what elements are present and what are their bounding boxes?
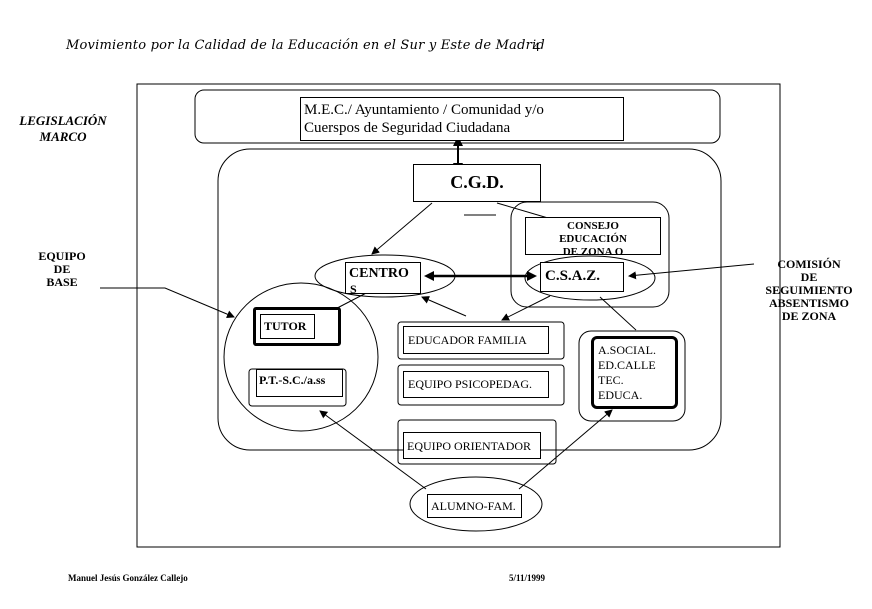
cgd-consejo-line	[496, 202, 549, 219]
csaz-educador-arrow	[501, 295, 551, 321]
tutor-box: TUTOR	[253, 307, 341, 346]
centros-box: CENTRO S	[345, 262, 421, 296]
csaz-asocial-line	[599, 296, 637, 331]
educador-box: EDUCADOR FAMILIA	[403, 326, 549, 354]
page-number: 4	[533, 39, 540, 54]
psicoped-outer	[397, 364, 565, 406]
alumno-box: ALUMNO-FAM.	[427, 494, 522, 518]
asocial-outer	[578, 330, 686, 422]
footer-date: 5/11/1999	[509, 573, 546, 583]
orientador-outer	[397, 419, 557, 465]
comision-arrow	[628, 263, 755, 280]
alumno-ptsc-arrow	[319, 410, 427, 490]
page-header-title: Movimiento por la Calidad de la Educació…	[66, 38, 545, 53]
cgd-centros-arrow	[371, 202, 433, 255]
asocial-box: A.SOCIAL. ED.CALLE TEC. EDUCA.	[591, 336, 678, 409]
alumno-ellipse	[409, 476, 543, 532]
cgd-box: C.G.D.	[413, 164, 541, 202]
equipo-base-arrow	[100, 287, 235, 318]
legislacion-marco-label: LEGISLACIÓN MARCO	[19, 113, 107, 144]
consejo-box: CONSEJO EDUCACIÓN DE ZONA O	[525, 217, 661, 255]
tutor-inner-box: TUTOR	[260, 314, 315, 339]
ptsc-box: P.T.-S.C./a.ss	[256, 369, 343, 397]
comision-label: COMISIÓN DE SEGUIMIENTO ABSENTISMO DE ZO…	[765, 257, 853, 323]
csaz-box: C.S.A.Z.	[540, 262, 624, 292]
equipo-de-base-label: EQUIPO DE BASE	[38, 249, 86, 289]
consejo-region	[510, 201, 670, 308]
equipo-base-ellipse	[223, 282, 379, 432]
psicoped-box: EQUIPO PSICOPEDAG.	[403, 371, 549, 398]
footer-author: Manuel Jesús González Callejo	[68, 573, 188, 583]
mec-box: M.E.C./ Ayuntamiento / Comunidad y/o Cue…	[300, 97, 624, 141]
alumno-asocial-arrow	[518, 409, 613, 490]
educador-outer	[397, 321, 565, 360]
centros-educador-arrow	[421, 296, 467, 317]
outer-frame	[136, 83, 781, 548]
orientador-box: EQUIPO ORIENTADOR	[403, 432, 541, 459]
